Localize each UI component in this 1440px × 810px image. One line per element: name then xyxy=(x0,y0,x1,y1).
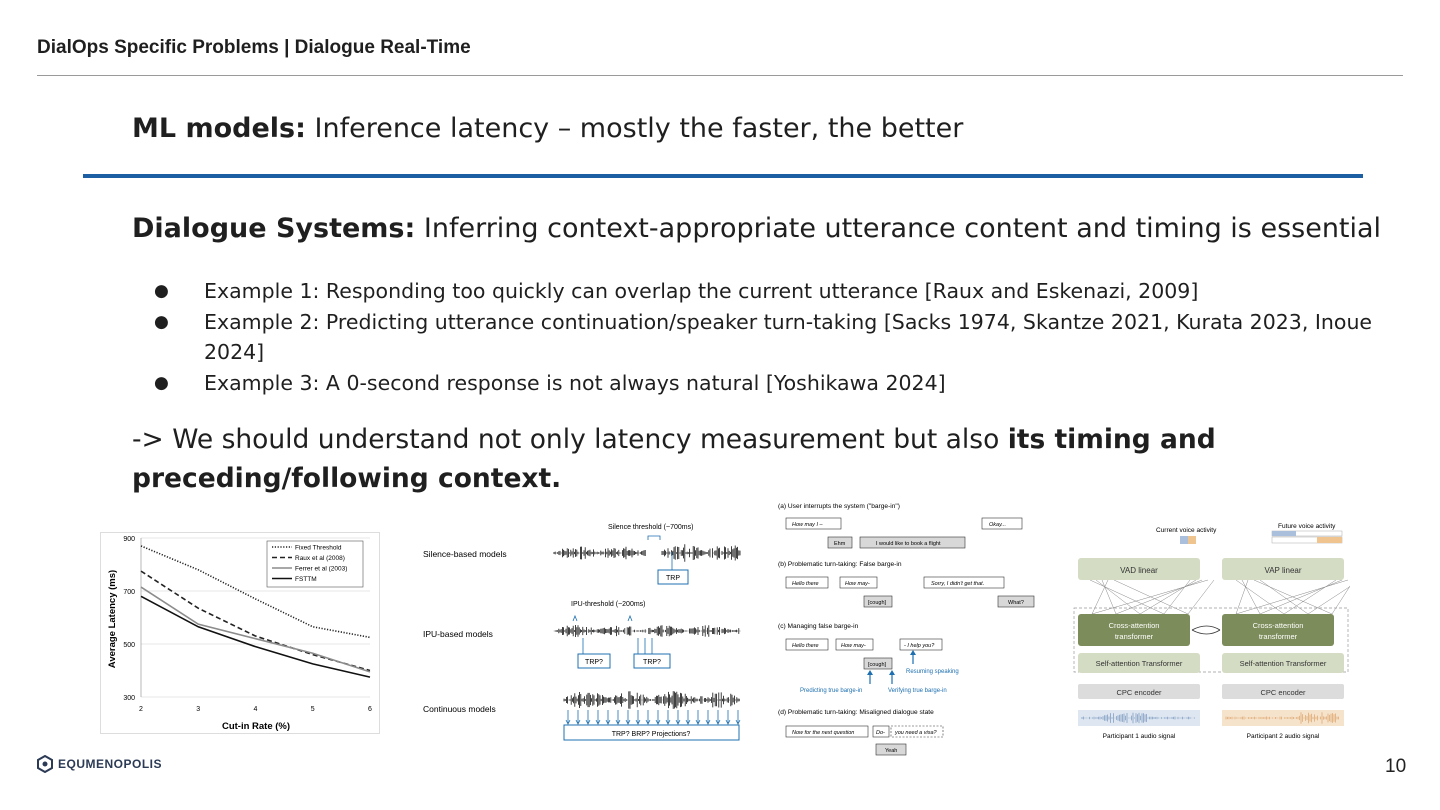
legend-entry: Raux et al (2008) xyxy=(295,555,345,562)
footer-logo: EQUMENOPOLIS xyxy=(37,755,162,773)
waveform xyxy=(553,546,646,560)
legend-entry: FSTTM xyxy=(295,576,317,583)
participant-2-label: Participant 2 audio signal xyxy=(1247,733,1320,740)
slide-header-title: DialOps Specific Problems | Dialogue Rea… xyxy=(37,37,471,58)
y-tick-label: 700 xyxy=(123,589,135,596)
svg-text:What?: What? xyxy=(1008,600,1024,606)
x-tick-label: 2 xyxy=(139,706,143,713)
logo-text: EQUMENOPOLIS xyxy=(58,757,163,771)
vap-architecture-figure: Current voice activity Future voice acti… xyxy=(1073,523,1350,740)
ipu-models-label: IPU-based models xyxy=(423,629,493,639)
current-va-label: Current voice activity xyxy=(1156,527,1217,534)
continuous-models-label: Continuous models xyxy=(423,704,496,714)
example-item-3: ●Example 3: A 0-second response is not a… xyxy=(154,370,946,395)
svg-text:How may-: How may- xyxy=(841,643,866,649)
latency-chart: 300 500 700 900 2 3 4 5 6 Cut-in Rate (%) Averag… xyxy=(100,532,380,734)
example-item-2: ●Example 2: Predicting utterance continu… xyxy=(154,309,1373,365)
chart-xlabel: Cut-in Rate (%) xyxy=(222,721,290,732)
hexagon-logo-icon xyxy=(37,755,53,773)
dialogue-systems-label: Dialogue Systems: xyxy=(132,213,416,244)
audio-waveform xyxy=(1081,712,1195,724)
svg-text:Predicting true barge-in: Predicting true barge-in xyxy=(800,688,862,694)
vap-linear-label: VAP linear xyxy=(1264,566,1301,575)
chart-ylabel: Average Latency (ms) xyxy=(107,570,118,668)
trp-q-box-2: TRP? xyxy=(643,659,661,666)
series-line xyxy=(140,545,371,639)
audio-waveform xyxy=(1225,712,1339,724)
conclusion-text: -> We should understand not only latency… xyxy=(132,424,1216,494)
series-line xyxy=(140,595,371,678)
svg-text:Sorry, I didn't get that.: Sorry, I didn't get that. xyxy=(931,581,984,587)
silence-threshold-label: Silence threshold (~700ms) xyxy=(608,524,693,531)
silence-models-label: Silence-based models xyxy=(423,549,507,559)
cpc-right: CPC encoder xyxy=(1260,688,1306,697)
x-tick-label: 6 xyxy=(368,706,372,713)
cross-attn-left: Cross-attention xyxy=(1109,621,1160,630)
cpc-left: CPC encoder xyxy=(1116,688,1162,697)
svg-text:Verifying true barge-in: Verifying true barge-in xyxy=(888,688,947,694)
barge-b-title: (b) Problematic turn-taking: False barge… xyxy=(778,561,902,568)
turn-taking-models-figure: Silence-based models IPU-based models Co… xyxy=(423,524,741,741)
ml-models-line: ML models: Inference latency – mostly th… xyxy=(132,113,963,144)
ml-models-label: ML models: xyxy=(132,113,306,144)
svg-text:[cough]: [cough] xyxy=(868,662,887,668)
series-line xyxy=(140,586,371,673)
projections-box-label: TRP? BRP? Projections? xyxy=(612,731,691,738)
svg-text:Resuming speaking: Resuming speaking xyxy=(906,669,959,675)
vad-linear-label: VAD linear xyxy=(1120,566,1158,575)
y-tick-label: 900 xyxy=(123,536,135,543)
chart-legend xyxy=(266,540,364,588)
svg-text:Okay...: Okay... xyxy=(989,522,1006,528)
legend-entry: Ferrer et al (2003) xyxy=(295,566,347,573)
svg-text:- I help you?: - I help you? xyxy=(904,643,935,649)
page-number: 10 xyxy=(1385,756,1407,777)
y-tick-label: 500 xyxy=(123,642,135,649)
dialogue-systems-line: Dialogue Systems: Inferring context-appr… xyxy=(132,213,1381,244)
svg-text:How may-: How may- xyxy=(845,581,870,587)
waveform xyxy=(563,691,740,709)
svg-text:[cough]: [cough] xyxy=(868,600,887,606)
trp-box-label: TRP xyxy=(666,575,680,582)
dialogue-systems-text: Inferring context-appropriate utterance … xyxy=(415,213,1382,244)
ml-models-text: Inference latency – mostly the faster, t… xyxy=(305,113,964,144)
svg-text:How may I –: How may I – xyxy=(792,522,824,528)
x-tick-label: 3 xyxy=(196,706,200,713)
x-tick-label: 4 xyxy=(254,706,258,713)
legend-entry: Fixed Threshold xyxy=(295,545,342,552)
svg-text:Ehm: Ehm xyxy=(834,541,846,547)
waveform xyxy=(553,625,741,637)
header-divider xyxy=(37,75,1403,76)
svg-text:you need a visa?: you need a visa? xyxy=(894,730,938,736)
x-tick-label: 5 xyxy=(311,706,315,713)
barge-in-figure: (a) User interrupts the system ("barge-i… xyxy=(778,503,1035,756)
svg-text:transformer: transformer xyxy=(1259,632,1298,641)
barge-c-title: (c) Managing false barge-in xyxy=(778,623,859,630)
svg-text:I would like to book a flight: I would like to book a flight xyxy=(876,541,941,547)
svg-text:transformer: transformer xyxy=(1115,632,1154,641)
section-divider xyxy=(83,174,1363,178)
barge-a-title: (a) User interrupts the system ("barge-i… xyxy=(778,503,900,510)
future-va-label: Future voice activity xyxy=(1278,523,1336,530)
self-attn-left: Self-attention Transformer xyxy=(1096,659,1183,668)
self-attn-right: Self-attention Transformer xyxy=(1240,659,1327,668)
svg-text:Now for the next question: Now for the next question xyxy=(792,730,854,736)
barge-d-title: (d) Problematic turn-taking: Misaligned … xyxy=(778,709,934,716)
examples-list: ●Example 1: Responding too quickly can o… xyxy=(132,276,1392,398)
example-item-1: ●Example 1: Responding too quickly can o… xyxy=(154,279,1199,303)
waveform xyxy=(661,544,741,562)
svg-text:Hello there: Hello there xyxy=(792,643,819,649)
participant-1-label: Participant 1 audio signal xyxy=(1103,733,1176,740)
ipu-threshold-label: IPU-threshold (~200ms) xyxy=(571,601,646,608)
svg-text:Yeah: Yeah xyxy=(885,748,897,754)
svg-text:Hello there: Hello there xyxy=(792,581,819,587)
svg-text:Do-: Do- xyxy=(876,730,885,736)
trp-q-box-1: TRP? xyxy=(585,659,603,666)
y-tick-label: 300 xyxy=(123,695,135,702)
cross-attn-right: Cross-attention xyxy=(1253,621,1304,630)
